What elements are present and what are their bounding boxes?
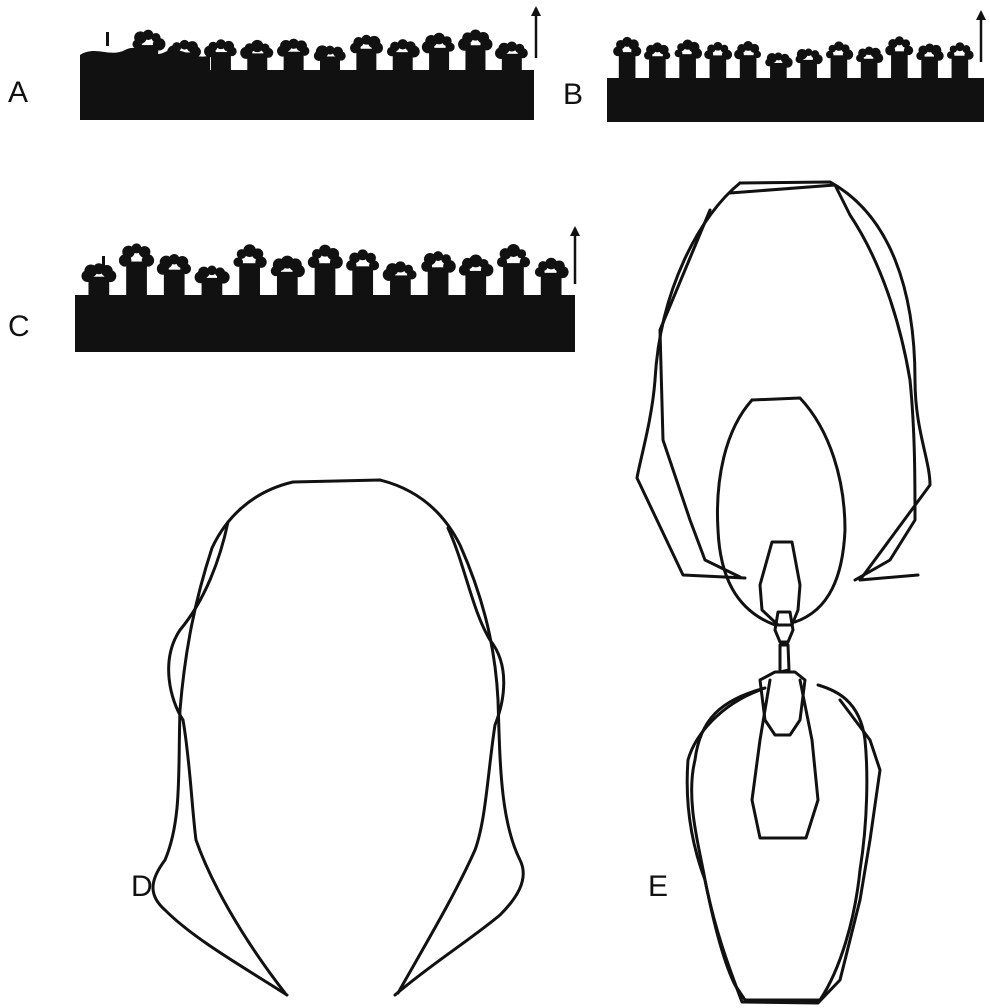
branch-lobe	[81, 270, 93, 282]
branch-stem	[891, 51, 908, 84]
branch-lobe	[350, 43, 361, 54]
branch-stem	[277, 272, 298, 302]
branch-lobe	[195, 271, 207, 283]
branch-lobe	[947, 51, 954, 58]
branch-stem	[88, 277, 109, 302]
branch-lobe	[704, 50, 713, 59]
branch-stem	[284, 52, 304, 77]
panel-e-outlines	[637, 182, 930, 1003]
branch-stem	[164, 270, 185, 302]
arrow-up-icon	[570, 226, 580, 284]
branch-lobe	[314, 51, 324, 61]
branch-stem	[390, 275, 411, 302]
branch-lobe	[856, 54, 864, 62]
branch-stem	[952, 56, 969, 84]
branch-lobe	[675, 49, 683, 57]
branch-lobe	[277, 45, 288, 56]
branch-stem	[861, 59, 878, 84]
branch-lobe	[497, 257, 507, 267]
branch-stem	[503, 263, 524, 302]
branch-lobe	[796, 55, 804, 63]
branch-lobe	[237, 249, 247, 259]
branch-lobe	[535, 267, 545, 277]
branch-stem	[320, 56, 340, 77]
branch-lobe	[613, 46, 623, 56]
panel-c-pattern	[75, 226, 580, 352]
branch-lobe	[204, 46, 216, 58]
branch-stem	[679, 54, 696, 84]
panel-a-pattern	[80, 6, 541, 120]
branch-lobe	[916, 52, 924, 60]
branch-stem	[239, 263, 260, 302]
branch-stem	[465, 45, 485, 77]
branch-lobe	[308, 256, 320, 268]
branch-stem	[649, 56, 666, 84]
panel-d-outlines	[153, 480, 523, 995]
branch-lobe	[495, 47, 507, 59]
branch-lobe	[240, 47, 252, 59]
branch-lobe	[167, 46, 180, 59]
branch-lobe	[346, 260, 356, 270]
branch-stem	[831, 55, 848, 84]
branch-lobe	[644, 51, 652, 59]
branch-lobe	[157, 263, 169, 275]
branch-lobe	[133, 40, 142, 49]
branch-stem	[315, 263, 336, 302]
branch-stem	[428, 267, 449, 302]
panel-b-pattern	[607, 10, 986, 122]
branch-stem	[619, 52, 636, 84]
branch-lobe	[421, 261, 432, 272]
branch-lobe	[233, 257, 243, 267]
branch-lobe	[765, 58, 773, 66]
branch-stem	[126, 262, 147, 302]
arrow-up-icon	[976, 10, 986, 62]
branch-lobe	[459, 265, 470, 276]
branch-stem	[921, 57, 938, 84]
branch-stem	[541, 273, 562, 302]
branch-lobe	[119, 254, 131, 266]
branch-stem	[800, 60, 817, 84]
branch-stem	[740, 55, 757, 84]
branch-lobe	[387, 47, 397, 57]
branch-stem	[429, 48, 449, 77]
branch-stem	[465, 271, 486, 302]
branch-lobe	[734, 50, 744, 60]
branch-stem	[356, 49, 376, 77]
branch-stem	[352, 266, 373, 302]
branch-lobe	[383, 268, 395, 280]
tick-mark-icon	[102, 256, 105, 268]
arrow-up-icon	[531, 6, 541, 58]
branch-stem	[211, 52, 231, 77]
branch-lobe	[885, 45, 895, 55]
branch-lobe	[215, 267, 225, 277]
branch-stem	[138, 45, 158, 77]
branch-lobe	[458, 38, 471, 51]
branch-lobe	[422, 41, 434, 53]
tick-mark-icon	[106, 32, 109, 46]
branch-stem	[710, 55, 727, 84]
branch-lobe	[826, 51, 834, 59]
branch-lobe	[271, 266, 281, 276]
